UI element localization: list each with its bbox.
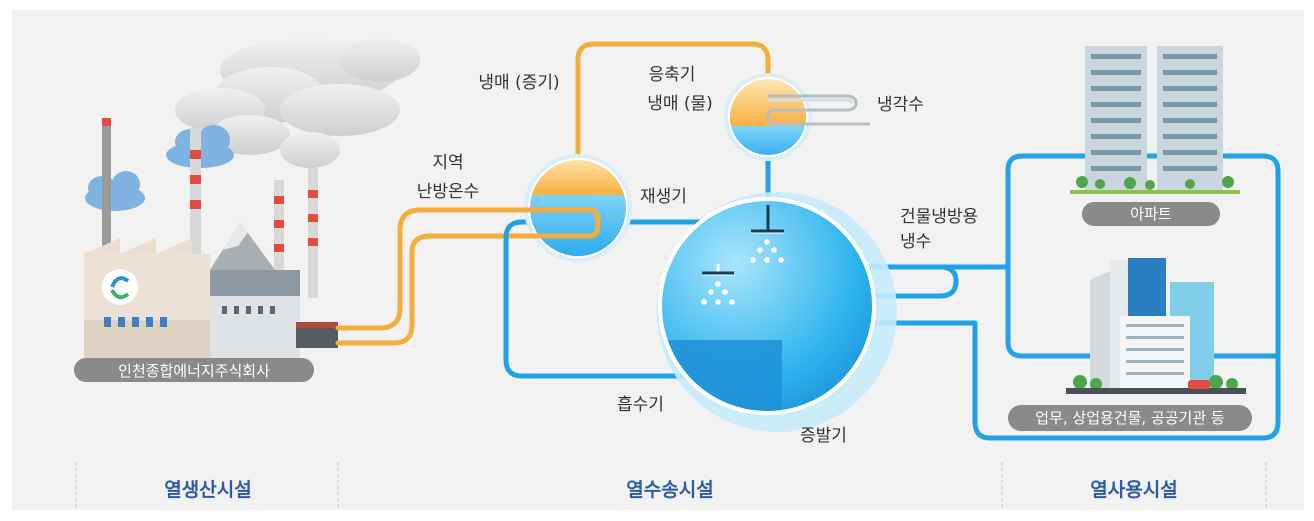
section-transport: 열수송시설 [626,479,713,501]
regenerator-label: 재생기 [640,187,687,207]
refrigerant-water-label: 냉매 (물) [647,94,713,114]
apartment-illustration [1070,46,1240,194]
regenerator-sphere [520,154,632,262]
cooling-supply-label-2: 냉수 [900,232,931,252]
section-usage: 열사용시설 [1090,479,1177,501]
evaporator-label: 증발기 [800,426,847,446]
apartment-badge: 아파트 [1082,202,1220,226]
hot-water-pipes [335,41,771,346]
office-illustration [1066,258,1246,394]
plant-badge: 인천종합에너지주식회사 [74,358,314,382]
condenser-label: 응축기 [649,65,696,85]
section-production: 열생산시설 [164,479,251,501]
absorber-label: 흡수기 [617,395,664,415]
plant-illustration [84,38,420,362]
condenser-sphere [724,73,870,161]
absorber-evaporator-sphere [657,192,897,432]
apartment-label: 아파트 [1130,205,1172,223]
nozzle-stems [702,205,784,275]
refrigerant-vapor-label: 냉매 (증기) [478,73,559,93]
cooling-water-label: 냉각수 [877,95,924,115]
commercial-label: 업무, 상업용건물, 공공기관 등 [1035,409,1225,427]
district-heating-label-1: 지역 [432,153,463,173]
plant-label: 인천종합에너지주식회사 [118,362,270,380]
cooling-supply-label-1: 건물냉방용 [900,207,978,227]
district-heating-label-2: 난방온수 [417,182,480,202]
section-dividers [75,462,1267,508]
commercial-badge: 업무, 상업용건물, 공공기관 등 [1008,405,1252,431]
